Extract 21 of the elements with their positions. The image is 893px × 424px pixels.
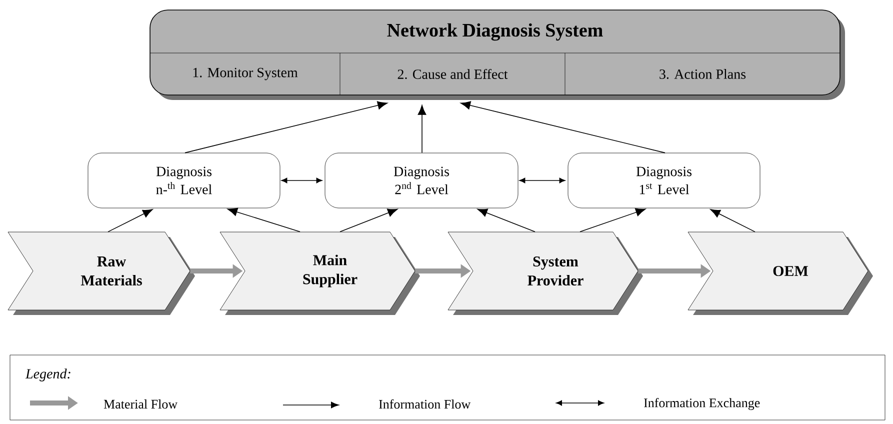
section-label: 1. Monitor System bbox=[193, 68, 298, 80]
level-box: Diagnosis 1$^{st}$ Level bbox=[568, 152, 760, 208]
section-label: 3. Action Plans bbox=[660, 69, 746, 79]
section-label: 2. Cause and Effect bbox=[398, 68, 508, 80]
level-box: Diagnosis n-$^{th}$ Level bbox=[88, 152, 280, 208]
information-arrow bbox=[418, 105, 426, 154]
information-arrow bbox=[108, 209, 153, 232]
information-arrow bbox=[340, 208, 398, 232]
information-arrow bbox=[710, 209, 756, 232]
information-arrow bbox=[184, 101, 388, 154]
legend-text: Information Exchange bbox=[644, 398, 760, 410]
information-arrow bbox=[460, 101, 666, 154]
information-arrow bbox=[477, 208, 536, 232]
information-arrow bbox=[580, 208, 646, 232]
legend-text: Information Flow bbox=[379, 399, 471, 409]
information-arrow bbox=[227, 208, 300, 232]
exchange-arrow bbox=[519, 178, 566, 184]
exchange-arrow bbox=[281, 178, 322, 184]
legend-text: Material Flow bbox=[104, 399, 178, 409]
legend-title: Legend: bbox=[25, 368, 70, 382]
level-box: Diagnosis 2$^{nd}$ Level bbox=[324, 152, 518, 208]
